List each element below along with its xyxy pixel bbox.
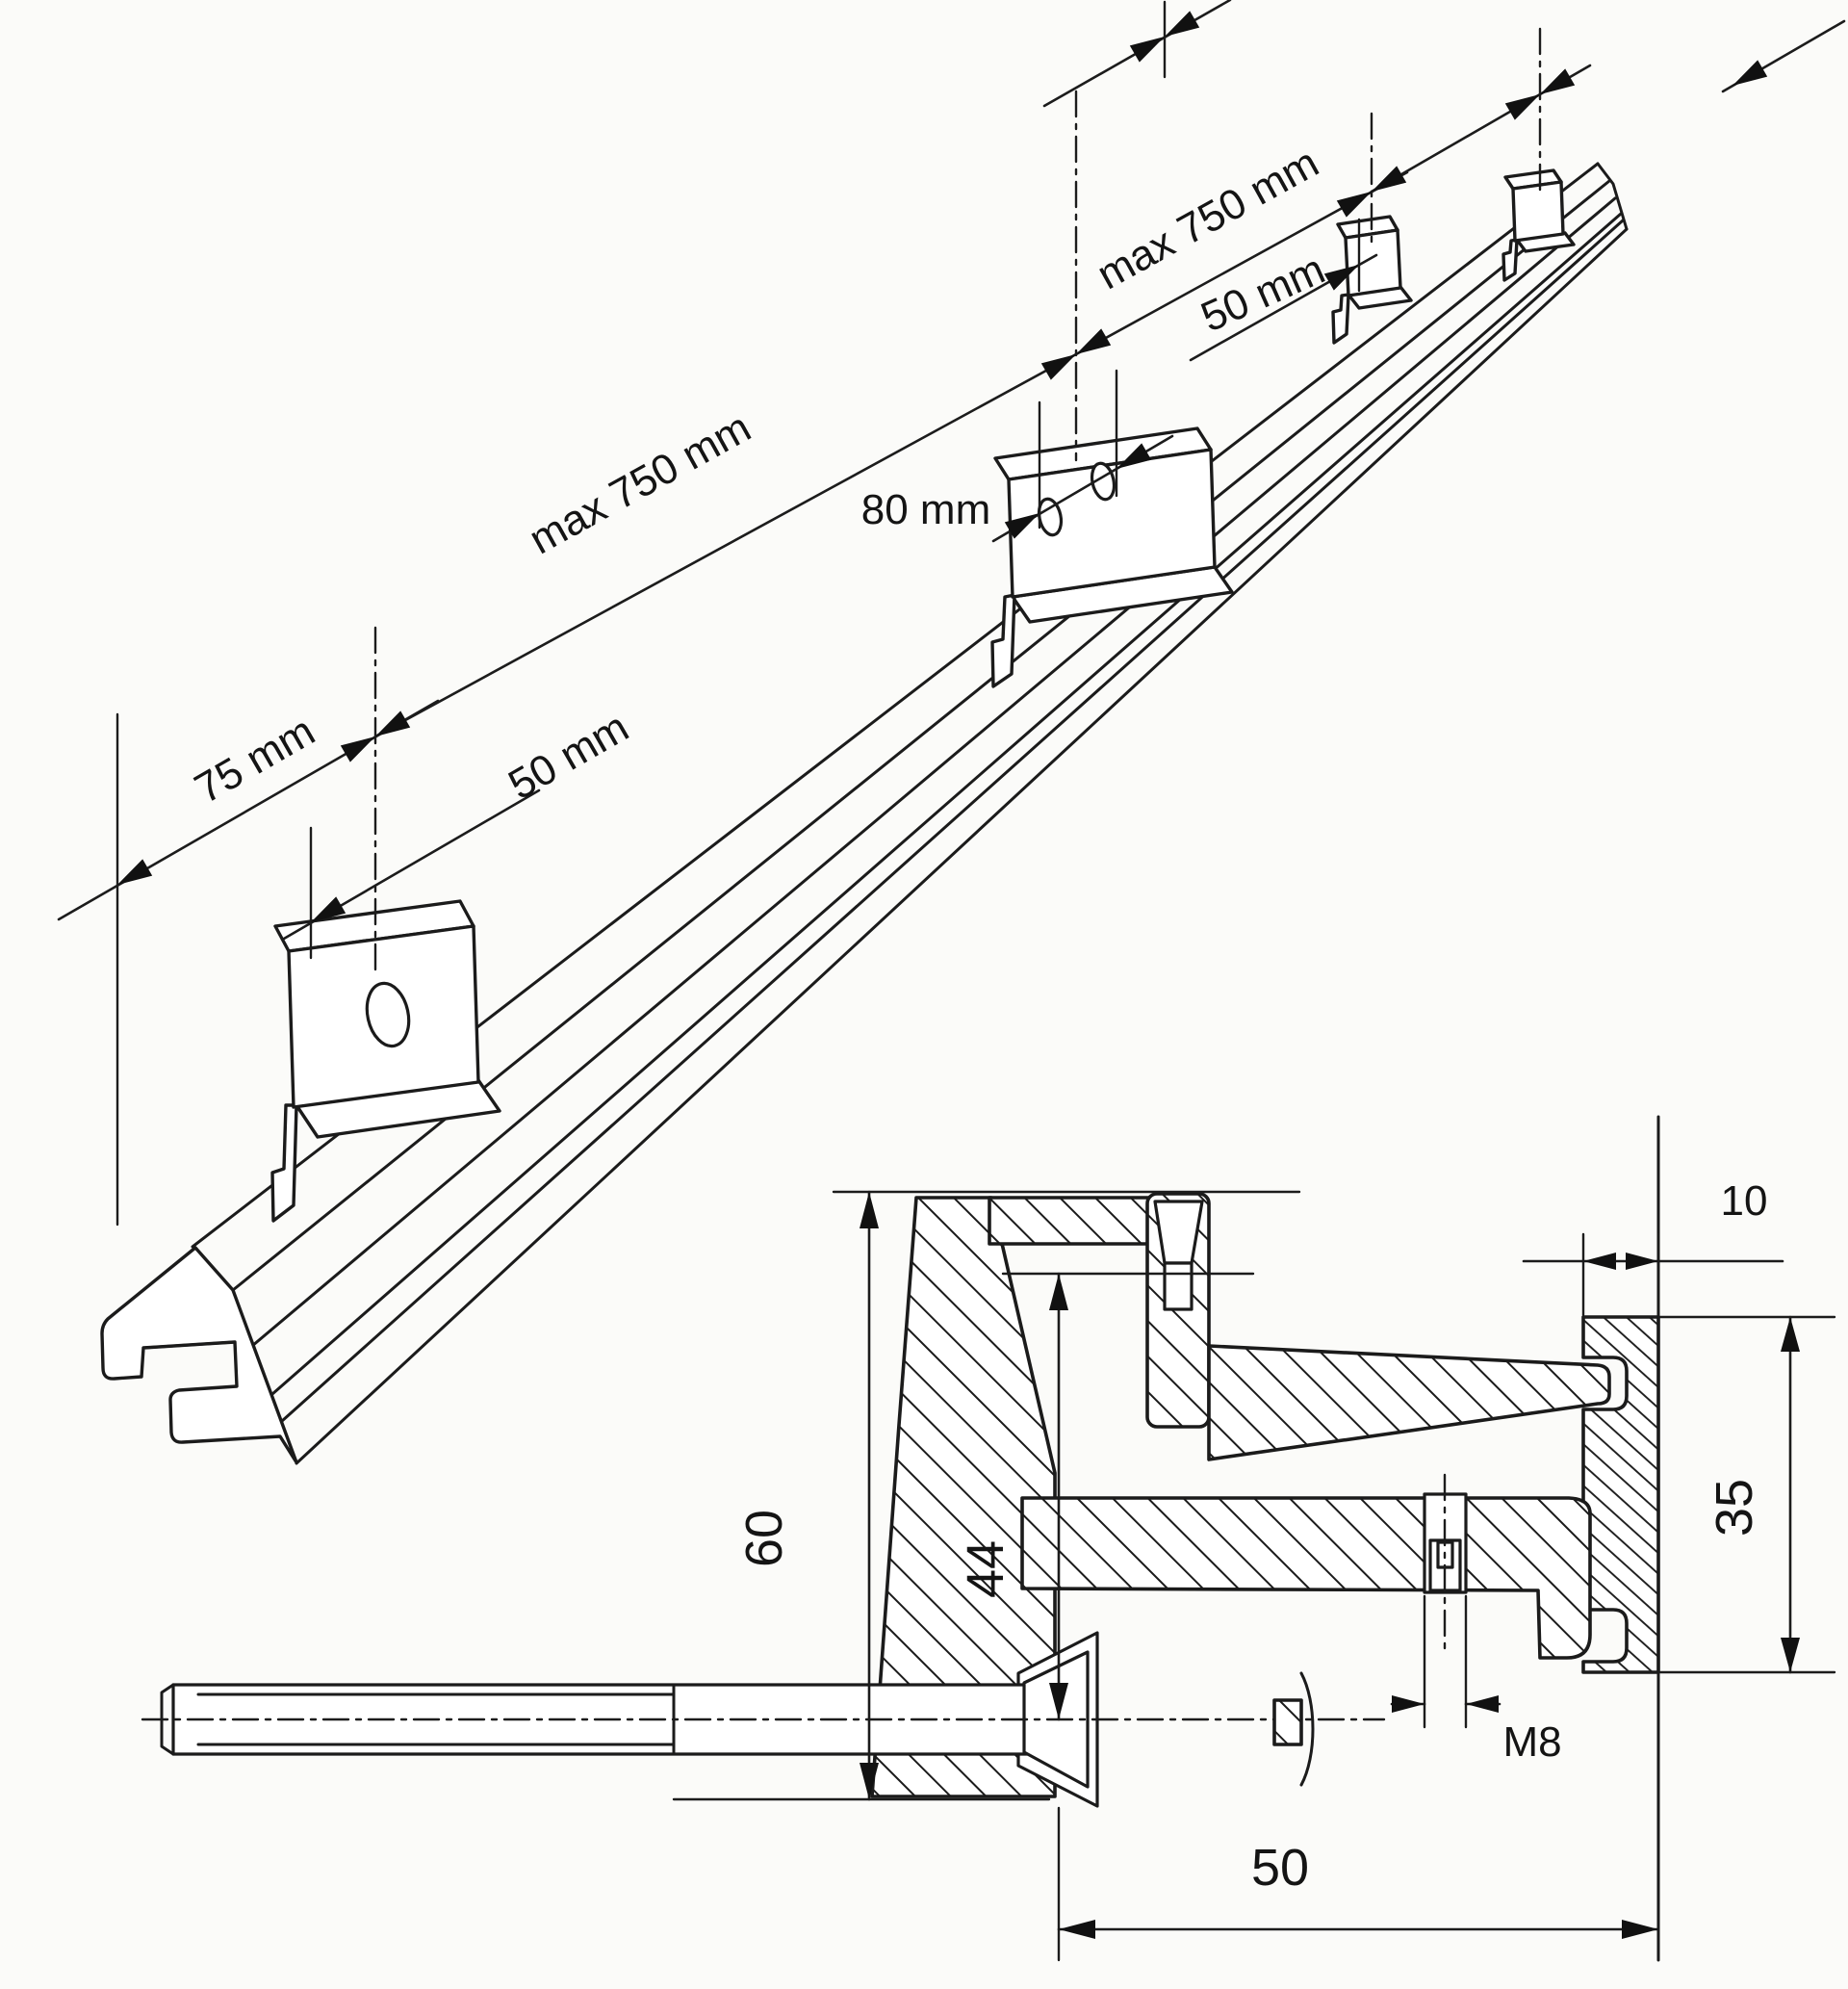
rail-far-end-cap [1596,162,1629,231]
iso-dimension-arrows [117,11,1768,922]
section-dimensions [672,1190,1836,1962]
bracket-1-foot [270,1103,298,1223]
fixing-bolt [141,1631,1386,1808]
dim-label-hook-to-axis: 44 [957,1540,1014,1598]
dim-label-span-1: max 750 mm [522,403,758,563]
mounting-bracket-4 [1502,168,1576,282]
dim-label-thread: M8 [1502,1718,1561,1766]
bracket-lower-arm [1020,1496,1592,1660]
dim-label-rail-height: 35 [1706,1479,1763,1537]
dim-label-bracket-depth: 50 [1251,1839,1309,1897]
mounting-bracket-1 [270,899,501,1223]
rail-end-profile [100,1246,298,1464]
cross-section-view: 60 44 10 35 M8 50 [141,1115,1836,1962]
bracket-upper-arm [1207,1344,1611,1461]
bracket-2-foot [990,593,1016,688]
iso-extension-lines [116,0,1542,1227]
dim-label-bracket-3-width: 50 mm [1194,245,1332,341]
mounting-bracket-2 [990,426,1234,688]
dim-label-end-offset: 75 mm [187,708,322,814]
dim-label-total-height: 60 [735,1510,793,1567]
dim-label-bracket-2-width: 80 mm [861,486,990,533]
dim-label-rail-depth: 10 [1721,1177,1768,1225]
wall-rail-profile-section [1581,1315,1660,1674]
mounting-bracket-3 [1331,215,1413,345]
bracket-top-web [988,1196,1151,1246]
dim-label-bracket-1-width: 50 mm [500,704,636,810]
bracket-1-hole [365,981,411,1048]
hanger-bracket-section [870,1192,1611,1798]
rail-profile-body [100,162,1629,1465]
push-pin-symbol [1272,1671,1315,1787]
